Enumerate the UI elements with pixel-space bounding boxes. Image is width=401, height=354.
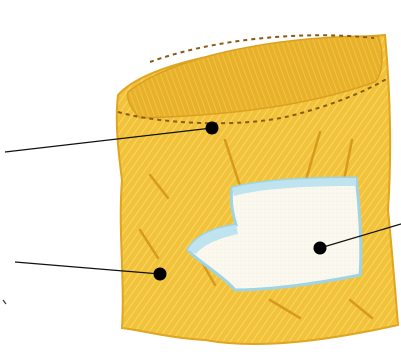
callout-dot-diaper — [314, 242, 327, 255]
stray-mark — [3, 300, 6, 304]
callout-dot-side — [154, 268, 167, 281]
callout-dot-rim — [206, 122, 219, 135]
